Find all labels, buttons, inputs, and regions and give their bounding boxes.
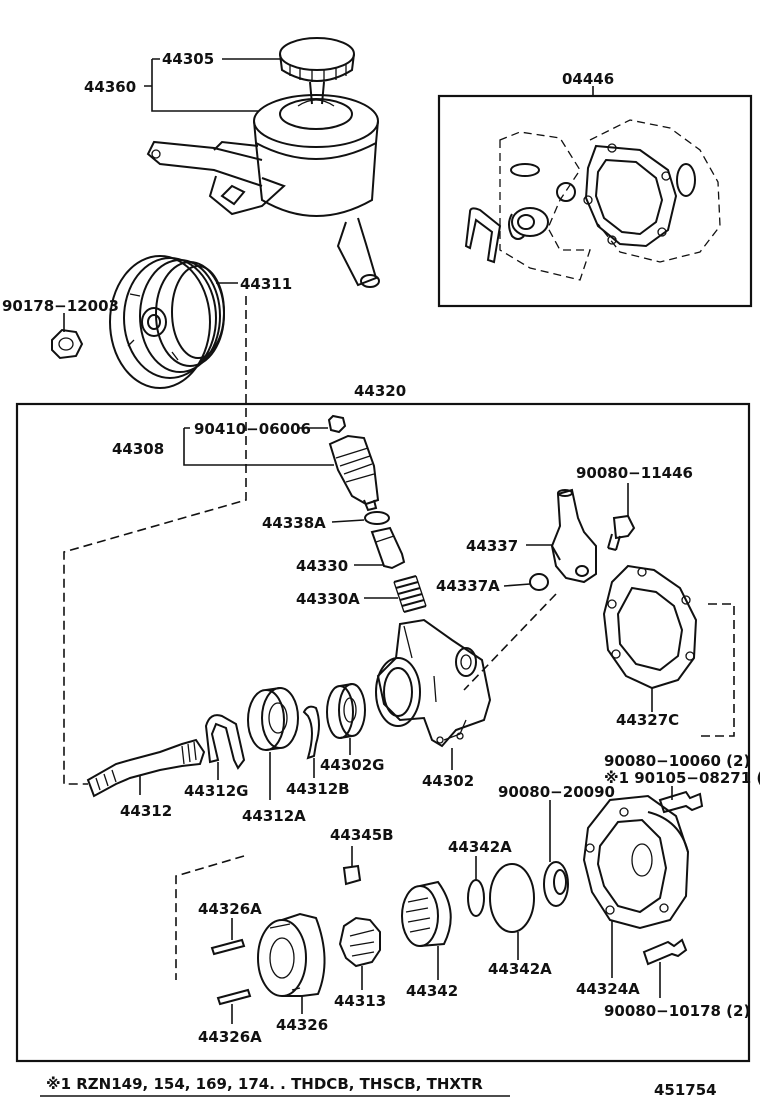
footnote: ※1 RZN149, 154, 169, 174. . THDCB, THSCB… — [46, 1075, 483, 1093]
snap-ring-44312B — [302, 705, 320, 760]
label-44342A-bottom: 44342A — [488, 960, 552, 978]
label-44312A: 44312A — [242, 807, 306, 825]
gasket-44327C — [602, 564, 698, 690]
label-44326A-bottom: 44326A — [198, 1028, 262, 1046]
control-valve — [370, 526, 406, 570]
o-ring-small — [467, 879, 485, 917]
diagram-id: 451754 — [654, 1081, 717, 1099]
label-44327C: 44327C — [616, 711, 679, 729]
pump-assembly-frame — [15, 402, 751, 1063]
label-44313: 44313 — [334, 992, 386, 1010]
pump-shaft — [86, 738, 206, 798]
label-44342: 44342 — [406, 982, 458, 1000]
label-44342A-top: 44342A — [448, 838, 512, 856]
union-bolt — [607, 514, 636, 551]
label-44312: 44312 — [120, 802, 172, 820]
vane — [342, 864, 362, 886]
label-44302G: 44302G — [320, 756, 385, 774]
label-44302: 44302 — [422, 772, 474, 790]
label-44324A: 44324A — [576, 980, 640, 998]
label-04446: 04446 — [562, 70, 614, 88]
part-labels: 44305 44360 04446 44311 90178−12003 4432… — [2, 50, 760, 1046]
label-90080-10178: 90080−10178 (2) — [604, 1002, 750, 1020]
label-90080-11446: 90080−11446 — [576, 464, 693, 482]
label-44312B: 44312B — [286, 780, 350, 798]
label-90105-08271: ※1 90105−08271 (2) — [604, 769, 760, 787]
shaft-bearing — [247, 687, 299, 751]
valve-spring — [393, 575, 427, 613]
pin-lower — [216, 988, 252, 1006]
label-44337: 44337 — [466, 537, 518, 555]
label-90178-12003: 90178−12003 — [2, 297, 119, 315]
vane-rotor — [338, 916, 381, 968]
label-44312G: 44312G — [184, 782, 249, 800]
gasket-kit-parts — [464, 119, 721, 281]
pressure-plate — [401, 880, 452, 947]
label-44330A: 44330A — [296, 590, 360, 608]
label-44338A: 44338A — [262, 514, 326, 532]
label-44308: 44308 — [112, 440, 164, 458]
pin-upper — [210, 938, 246, 956]
o-ring-large — [489, 863, 535, 933]
gasket-44337A — [529, 573, 549, 591]
oil-reservoir — [146, 94, 380, 288]
bolt-upper — [658, 790, 704, 814]
oil-seal — [326, 683, 366, 739]
pulley-nut — [51, 328, 84, 360]
label-90410-06006: 90410−06006 — [194, 420, 311, 438]
pump-pulley — [109, 255, 225, 389]
label-44320: 44320 — [354, 382, 406, 400]
pump-housing — [375, 618, 492, 748]
cam-ring — [257, 912, 326, 997]
label-44311: 44311 — [240, 275, 292, 293]
label-44345B: 44345B — [330, 826, 394, 844]
rear-housing — [582, 794, 690, 930]
flow-control-valve — [327, 414, 380, 512]
label-90080-20090: 90080−20090 — [498, 783, 615, 801]
label-44305: 44305 — [162, 50, 214, 68]
o-ring-44338A — [364, 511, 390, 525]
label-44360: 44360 — [84, 78, 136, 96]
snap-ring-44312G — [204, 714, 246, 770]
label-44330: 44330 — [296, 557, 348, 575]
union-fitting — [550, 488, 597, 584]
gasket-kit-frame — [437, 94, 753, 308]
plug-gasket — [543, 861, 569, 907]
bolt-lower — [642, 938, 688, 966]
label-44326A-top: 44326A — [198, 900, 262, 918]
label-90080-10060: 90080−10060 (2) — [604, 752, 750, 770]
label-44326: 44326 — [276, 1016, 328, 1034]
label-44337A: 44337A — [436, 577, 500, 595]
